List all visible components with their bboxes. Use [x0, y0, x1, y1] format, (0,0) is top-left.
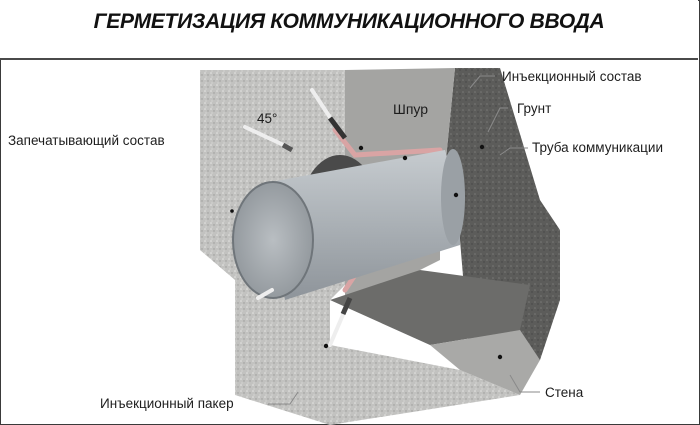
packer-bottom-left	[256, 288, 274, 300]
label-pipe: Труба коммуникации	[532, 140, 663, 155]
wall-step-top	[330, 270, 530, 345]
header: ГЕРМЕТИЗАЦИЯ КОММУНИКАЦИОННОГО ВВОДА	[0, 0, 698, 60]
label-wall: Стена	[545, 385, 584, 400]
packer-top-left	[243, 125, 292, 150]
label-injection-packer: Инъекционный пакер	[100, 396, 234, 411]
label-sealing-compound: Запечатывающий состав	[8, 133, 165, 148]
packer-bottom	[328, 308, 347, 347]
pipe-body	[265, 150, 460, 300]
leader-wall	[509, 374, 540, 393]
leader-injection-compound	[469, 75, 495, 89]
label-angle: 45°	[257, 111, 278, 126]
label-injection-compound: Инъекционный состав	[502, 69, 642, 84]
injection-channel	[332, 127, 443, 158]
page-title: ГЕРМЕТИЗАЦИЯ КОММУНИКАЦИОННОГО ВВОДА	[93, 10, 605, 33]
label-soil: Грунт	[517, 101, 552, 116]
leader-pipe	[499, 147, 528, 156]
leader-packer	[268, 391, 299, 405]
wall-section-illustration	[200, 68, 560, 425]
pipe-opening	[232, 181, 314, 299]
wall-front-face	[200, 70, 520, 425]
leader-soil	[487, 107, 508, 133]
label-borehole: Шпур	[393, 101, 429, 117]
